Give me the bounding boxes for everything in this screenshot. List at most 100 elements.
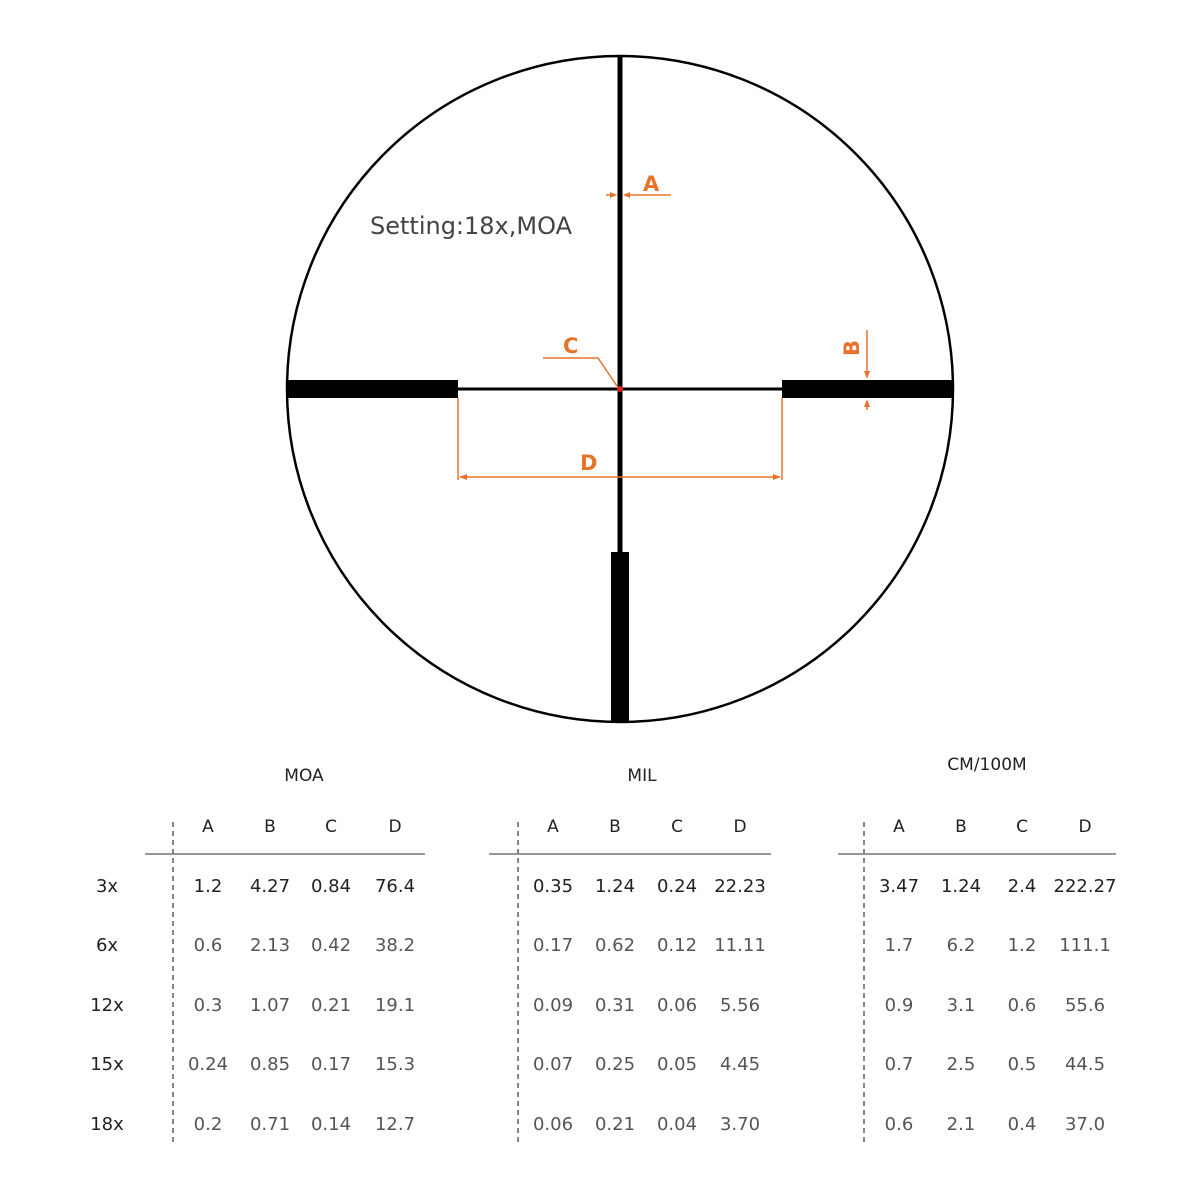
table-title: MOA [284, 766, 324, 786]
table-cell: 6.2 [947, 935, 976, 956]
table-cell: 1.24 [941, 876, 981, 897]
left-post [287, 380, 458, 398]
table-cell: 1.2 [1008, 935, 1037, 956]
table-cell: 0.31 [595, 995, 635, 1016]
table-cell: 19.1 [375, 995, 415, 1016]
table-cell: 0.21 [311, 995, 351, 1016]
c-leader-line [543, 357, 618, 387]
table-cell: 5.56 [720, 995, 760, 1016]
table-cell: 22.23 [714, 876, 766, 897]
column-header: C [671, 817, 683, 837]
label-b: B [840, 340, 864, 356]
bottom-post [611, 552, 629, 722]
a-arrow-left-icon [610, 192, 617, 198]
center-dot [617, 386, 623, 392]
table-cell: 37.0 [1065, 1114, 1105, 1135]
column-header: A [893, 817, 905, 837]
table-cell: 0.21 [595, 1114, 635, 1135]
d-arrow-left-icon [459, 474, 467, 480]
table-cell: 0.3 [194, 995, 223, 1016]
table-cell: 0.42 [311, 935, 351, 956]
table-cell: 3.1 [947, 995, 976, 1016]
table-cell: 0.71 [250, 1114, 290, 1135]
table-cell: 2.4 [1008, 876, 1037, 897]
column-header: C [325, 817, 337, 837]
column-header: A [547, 817, 559, 837]
magnification-label: 12x [90, 995, 124, 1016]
table-cell: 3.70 [720, 1114, 760, 1135]
setting-label: Setting:18x,MOA [370, 212, 573, 240]
table-cell: 0.6 [194, 935, 223, 956]
table-cell: 0.24 [188, 1054, 228, 1075]
table-title: CM/100M [947, 755, 1026, 775]
table-cell: 55.6 [1065, 995, 1105, 1016]
label-c: C [563, 334, 578, 358]
a-arrow-right-icon [623, 192, 630, 198]
table-cell: 38.2 [375, 935, 415, 956]
reticle [285, 54, 955, 724]
table-cell: 0.24 [657, 876, 697, 897]
table-cell: 44.5 [1065, 1054, 1105, 1075]
table-cell: 12.7 [375, 1114, 415, 1135]
b-arrow-top-icon [864, 371, 870, 379]
table-cell: 0.85 [250, 1054, 290, 1075]
label-a: A [643, 172, 660, 196]
d-arrow-right-icon [773, 474, 781, 480]
table-cell: 0.04 [657, 1114, 697, 1135]
table-cell: 0.6 [885, 1114, 914, 1135]
magnification-label: 6x [96, 935, 118, 956]
table-cell: 4.45 [720, 1054, 760, 1075]
table-cell: 0.17 [533, 935, 573, 956]
annotations [457, 192, 870, 480]
table-cell: 2.5 [947, 1054, 976, 1075]
table-cell: 0.62 [595, 935, 635, 956]
table-cell: 11.11 [714, 935, 766, 956]
table-cell: 1.07 [250, 995, 290, 1016]
table-cell: 0.2 [194, 1114, 223, 1135]
table-cell: 222.27 [1054, 876, 1117, 897]
table-cell: 0.09 [533, 995, 573, 1016]
table-cell: 0.5 [1008, 1054, 1037, 1075]
table-cell: 4.27 [250, 876, 290, 897]
column-header: B [955, 817, 967, 837]
column-header: B [609, 817, 621, 837]
magnification-label: 15x [90, 1054, 124, 1075]
column-header: D [1078, 817, 1091, 837]
table-cell: 0.14 [311, 1114, 351, 1135]
right-post [782, 380, 953, 398]
table-cell: 3.47 [879, 876, 919, 897]
table-cell: 1.2 [194, 876, 223, 897]
table-cell: 0.7 [885, 1054, 914, 1075]
table-cell: 111.1 [1059, 935, 1111, 956]
magnification-label: 3x [96, 876, 118, 897]
table-cell: 0.17 [311, 1054, 351, 1075]
table-cell: 15.3 [375, 1054, 415, 1075]
table-cell: 0.6 [1008, 995, 1037, 1016]
label-d: D [580, 451, 597, 475]
table-cell: 1.24 [595, 876, 635, 897]
specification-tables: 3x 6x 12x 15x 18x MOA A B C D 1.2 4.27 0.84 76.4 0.6 2.… [90, 755, 1116, 1146]
table-cell: 0.05 [657, 1054, 697, 1075]
table-cell: 0.35 [533, 876, 573, 897]
table-cell: 2.13 [250, 935, 290, 956]
table-cell: 2.1 [947, 1114, 976, 1135]
column-header: C [1016, 817, 1028, 837]
table-cell: 0.9 [885, 995, 914, 1016]
table-cell: 0.84 [311, 876, 351, 897]
column-header: D [733, 817, 746, 837]
table-cell: 1.7 [885, 935, 914, 956]
table-cell: 0.25 [595, 1054, 635, 1075]
column-header: A [202, 817, 214, 837]
table-cell: 0.06 [533, 1114, 573, 1135]
b-arrow-bottom-icon [864, 399, 870, 407]
table-cell: 0.4 [1008, 1114, 1037, 1135]
table-cell: 76.4 [375, 876, 415, 897]
table-cell: 0.07 [533, 1054, 573, 1075]
table-cell: 0.06 [657, 995, 697, 1016]
table-cell: 0.12 [657, 935, 697, 956]
column-header: D [388, 817, 401, 837]
column-header: B [264, 817, 276, 837]
table-title: MIL [627, 766, 657, 786]
magnification-label: 18x [90, 1114, 124, 1135]
